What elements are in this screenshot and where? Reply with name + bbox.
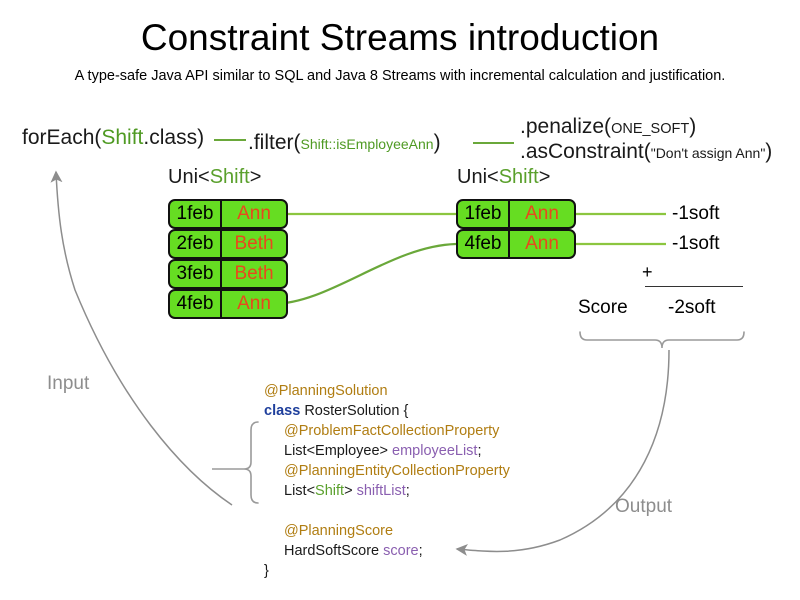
foreach-call: forEach(	[22, 126, 102, 149]
type-shift: Shift	[315, 483, 345, 499]
score-brace	[579, 331, 745, 349]
field-shift-list: shiftList	[356, 483, 406, 499]
page-title: Constraint Streams introduction	[140, 17, 660, 58]
code-line-class-decl: class RosterSolution {	[264, 401, 510, 421]
penalize-arg: ONE_SOFT	[611, 121, 690, 137]
code-line-score-field: HardSoftScore score;	[264, 541, 510, 561]
shift-row[interactable]: 3feb Beth	[168, 259, 288, 289]
uni-label-right: Uni<Shift>	[457, 166, 550, 189]
shift-row[interactable]: 4feb Ann	[456, 229, 576, 259]
asconstraint-tail: )	[765, 140, 773, 163]
java-code-block: @PlanningSolution class RosterSolution {…	[264, 381, 510, 581]
shift-date: 3feb	[170, 261, 222, 287]
field-employee-list: employeeList	[392, 443, 478, 459]
shift-row[interactable]: 4feb Ann	[168, 289, 288, 319]
annotation-planning-score: @PlanningScore	[284, 523, 394, 539]
annotation-planning-solution: @PlanningSolution	[264, 383, 388, 399]
class-name: RosterSolution {	[300, 403, 409, 419]
shift-row[interactable]: 1feb Ann	[456, 199, 576, 229]
type-hardsoftscore: HardSoftScore	[284, 543, 384, 559]
code-line-employee-list: List<Employee> employeeList;	[264, 441, 510, 461]
shift-row[interactable]: 1feb Ann	[168, 199, 288, 229]
annotation-planning-entity: @PlanningEntityCollectionProperty	[284, 463, 510, 479]
api-call-asconstraint: .asConstraint("Don't assign Ann")	[520, 140, 772, 165]
uni-right-prefix: Uni<	[457, 166, 499, 188]
code-fields-brace	[243, 421, 259, 504]
shift-employee: Beth	[234, 263, 274, 284]
api-call-penalize: .penalize(ONE_SOFT)	[520, 115, 696, 141]
foreach-type: Shift	[101, 126, 144, 149]
keyword-class: class	[264, 403, 301, 419]
semicolon: ;	[477, 443, 482, 459]
shift-row[interactable]: 2feb Beth	[168, 229, 288, 259]
filter-call: .filter(	[248, 131, 301, 154]
output-label: Output	[615, 496, 673, 517]
asconstraint-arg: "Don't assign Ann"	[650, 145, 766, 161]
shift-date: 2feb	[170, 231, 222, 257]
uni-left-prefix: Uni<	[168, 166, 210, 188]
page-subtitle: A type-safe Java API similar to SQL and …	[74, 68, 726, 84]
shift-date: 4feb	[458, 231, 510, 257]
foreach-tail: .class)	[143, 126, 205, 149]
shift-employee: Ann	[237, 203, 271, 224]
shift-employee: Ann	[237, 293, 271, 314]
api-call-filter: .filter(Shift::isEmployeeAnn)	[248, 131, 441, 156]
code-line-annotation-planningentity: @PlanningEntityCollectionProperty	[264, 461, 510, 481]
penalize-call: .penalize(	[520, 115, 612, 138]
penalty-label: -1soft	[672, 203, 720, 224]
code-line-annotation-solution: @PlanningSolution	[264, 381, 510, 401]
code-line-shift-list: List<Shift> shiftList;	[264, 481, 510, 501]
uni-left-suffix: >	[249, 166, 262, 188]
input-label: Input	[47, 373, 90, 394]
score-divider	[645, 286, 743, 287]
asconstraint-call: .asConstraint(	[520, 140, 651, 163]
connector-row4	[271, 242, 457, 306]
code-line-annotation-problemfact: @ProblemFactCollectionProperty	[264, 421, 510, 441]
uni-left-type: Shift	[209, 166, 250, 188]
code-line-close-brace: }	[264, 561, 510, 581]
score-label: Score	[578, 297, 628, 318]
uni-label-left: Uni<Shift>	[168, 166, 261, 189]
type-list-open: List<	[284, 483, 316, 499]
filter-type: Shift	[300, 136, 329, 152]
shift-employee: Ann	[525, 203, 559, 224]
type-list-employee: List<Employee>	[284, 443, 393, 459]
shift-date: 1feb	[458, 201, 510, 227]
filter-tail: )	[433, 131, 441, 154]
close-brace: }	[264, 563, 269, 579]
shift-employee: Beth	[234, 233, 274, 254]
semicolon: ;	[418, 543, 423, 559]
field-score: score	[383, 543, 419, 559]
shift-date: 1feb	[170, 201, 222, 227]
shift-date: 4feb	[170, 291, 222, 317]
penalize-tail: )	[689, 115, 697, 138]
code-line-blank	[264, 501, 510, 521]
score-operator: +	[642, 262, 653, 282]
api-call-foreach: forEach(Shift.class)	[22, 126, 204, 150]
code-line-annotation-planningscore: @PlanningScore	[264, 521, 510, 541]
annotation-problem-fact: @ProblemFactCollectionProperty	[284, 423, 500, 439]
shift-employee: Ann	[525, 233, 559, 254]
semicolon: ;	[405, 483, 410, 499]
uni-right-type: Shift	[498, 166, 539, 188]
type-list-close: >	[344, 483, 357, 499]
penalty-label: -1soft	[672, 233, 720, 254]
score-total: -2soft	[668, 297, 716, 318]
uni-right-suffix: >	[538, 166, 551, 188]
filter-method: ::isEmployeeAnn	[328, 136, 434, 152]
